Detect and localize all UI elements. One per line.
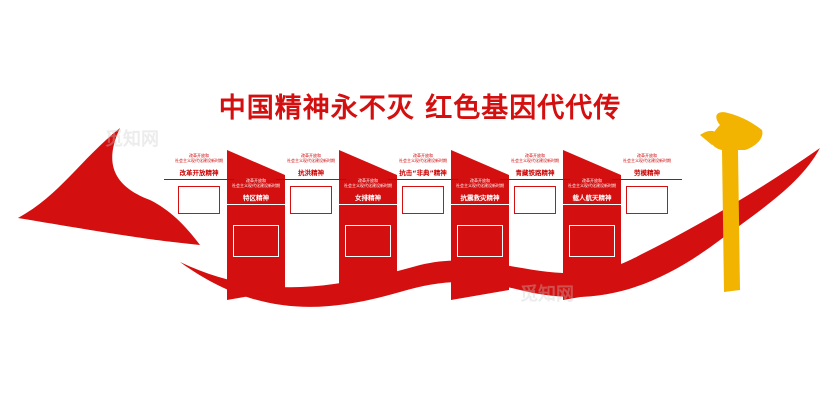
panel-title: 青藏铁路精神 — [500, 167, 570, 180]
era-line: 改革开放和 — [358, 178, 378, 183]
watermark: 觅知网 — [520, 284, 574, 305]
era-line: 改革开放和 — [582, 178, 602, 183]
huabiao-column-icon — [700, 112, 763, 293]
photo-frame — [345, 225, 391, 257]
red-flag-ribbon-left — [18, 128, 200, 245]
era-line: 改革开放和 — [246, 178, 266, 183]
photo-frame — [402, 186, 444, 214]
era-line: 改革开放和 — [637, 153, 657, 158]
headline: 中国精神永不灭 红色基因代代传 — [218, 93, 622, 124]
panel-title: 女排精神 — [333, 192, 403, 205]
panel-title: 改革开放精神 — [164, 167, 234, 180]
era-line: 改革开放和 — [301, 153, 321, 158]
era-line: 社会主义现代化建设新时期 — [232, 183, 280, 188]
panel-4: 改革开放和 社会主义现代化建设新时期 抗击“非典”精神 — [388, 153, 458, 214]
era-line: 社会主义现代化建设新时期 — [623, 158, 671, 163]
era-line: 改革开放和 — [413, 153, 433, 158]
era-line: 社会主义现代化建设新时期 — [399, 158, 447, 163]
era-line: 改革开放和 — [525, 153, 545, 158]
panel-3: 改革开放和 社会主义现代化建设新时期 女排精神 — [333, 178, 403, 257]
photo-frame — [457, 225, 503, 257]
photo-frame — [178, 186, 220, 214]
era-line: 社会主义现代化建设新时期 — [344, 183, 392, 188]
photo-frame — [626, 186, 668, 214]
era-line: 社会主义现代化建设新时期 — [287, 158, 335, 163]
panel-1: 改革开放和 社会主义现代化建设新时期 特区精神 — [221, 178, 291, 257]
era-line: 社会主义现代化建设新时期 — [568, 183, 616, 188]
era-line: 改革开放和 — [189, 153, 209, 158]
panel-8: 改革开放和 社会主义现代化建设新时期 劳模精神 — [612, 153, 682, 214]
photo-frame — [514, 186, 556, 214]
era-line: 社会主义现代化建设新时期 — [175, 158, 223, 163]
panel-6: 改革开放和 社会主义现代化建设新时期 青藏铁路精神 — [500, 153, 570, 214]
panel-title: 劳模精神 — [612, 167, 682, 180]
era-line: 社会主义现代化建设新时期 — [511, 158, 559, 163]
photo-frame — [569, 225, 615, 257]
panel-0: 改革开放和 社会主义现代化建设新时期 改革开放精神 — [164, 153, 234, 214]
panel-2: 改革开放和 社会主义现代化建设新时期 抗洪精神 — [276, 153, 346, 214]
panel-7: 改革开放和 社会主义现代化建设新时期 载人航天精神 — [557, 178, 627, 257]
watermark: 觅知网 — [105, 129, 159, 150]
panel-title: 抗震救灾精神 — [445, 192, 515, 205]
panel-title: 抗洪精神 — [276, 167, 346, 180]
panel-5: 改革开放和 社会主义现代化建设新时期 抗震救灾精神 — [445, 178, 515, 257]
photo-frame — [290, 186, 332, 214]
red-ribbon-wave — [180, 148, 820, 307]
panel-title: 载人航天精神 — [557, 192, 627, 205]
era-line: 社会主义现代化建设新时期 — [456, 183, 504, 188]
panel-title: 特区精神 — [221, 192, 291, 205]
panel-title: 抗击“非典”精神 — [388, 167, 458, 180]
era-line: 改革开放和 — [470, 178, 490, 183]
photo-frame — [233, 225, 279, 257]
